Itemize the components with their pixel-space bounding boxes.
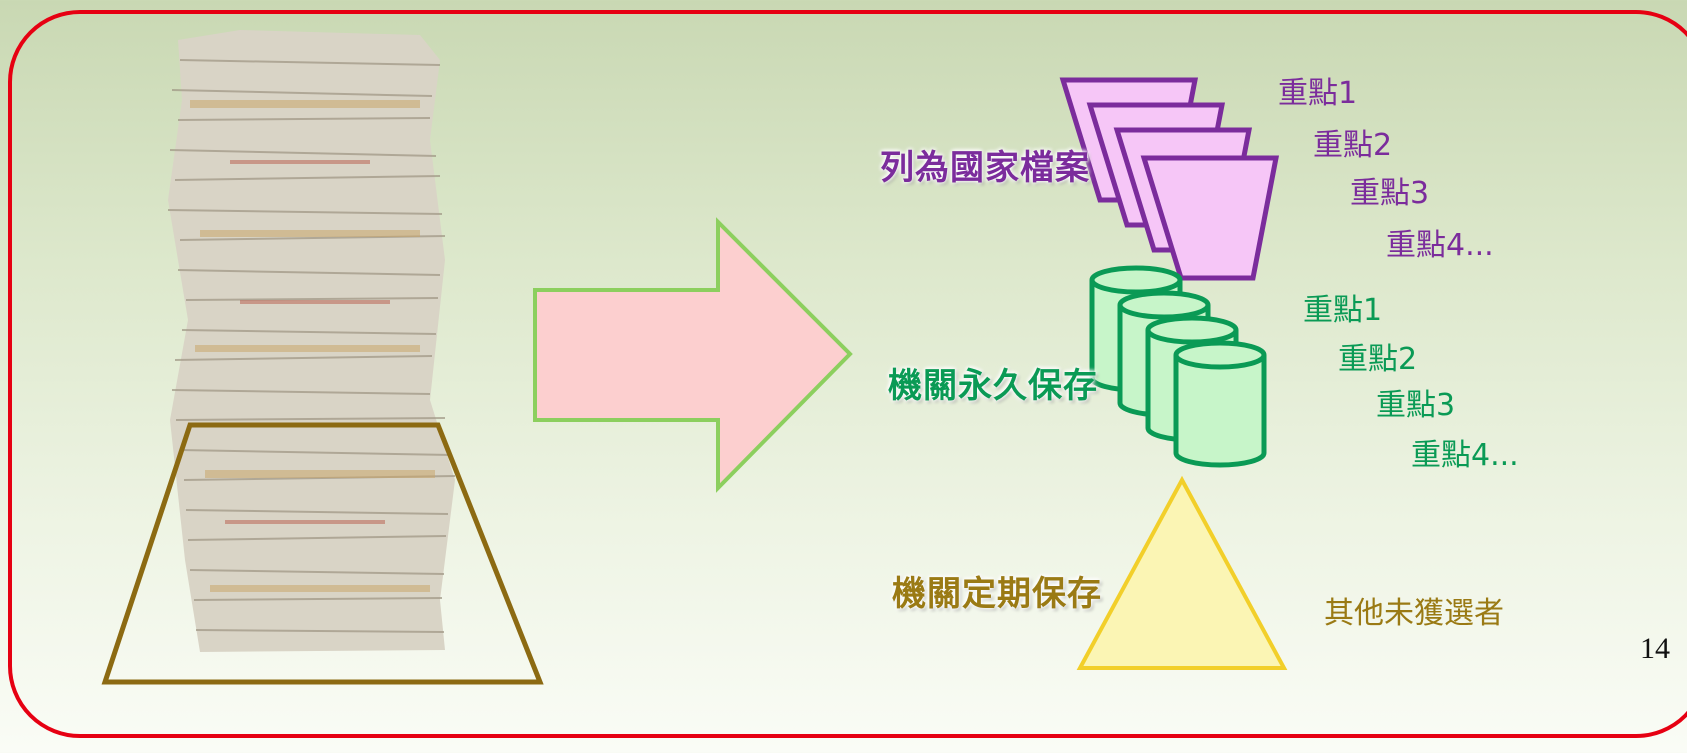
right-arrow-icon xyxy=(533,217,853,493)
permanent-point-1: 重點1 xyxy=(1303,293,1383,328)
national-point-2: 重點2 xyxy=(1313,128,1393,163)
permanent-retention-label: 機關永久保存 xyxy=(888,366,1098,406)
paper-stack-image xyxy=(167,30,456,652)
national-point-1: 重點1 xyxy=(1278,76,1358,111)
national-archive-label: 列為國家檔案 xyxy=(880,148,1090,188)
national-point-3: 重點3 xyxy=(1350,176,1430,211)
other-unselected-note: 其他未獲選者 xyxy=(1324,596,1504,631)
national-point-4: 重點4... xyxy=(1386,228,1494,263)
triangle-icon xyxy=(1076,475,1288,670)
pyramid-outline-icon xyxy=(101,422,544,685)
permanent-point-4: 重點4... xyxy=(1411,438,1519,473)
page-number: 14 xyxy=(1640,632,1670,665)
funnel-stack-icon xyxy=(1059,77,1280,281)
permanent-point-3: 重點3 xyxy=(1376,388,1456,423)
cylinder-stack-icon xyxy=(1089,265,1267,468)
periodic-retention-label: 機關定期保存 xyxy=(892,574,1102,614)
slide-frame xyxy=(8,10,1687,738)
permanent-point-2: 重點2 xyxy=(1338,342,1418,377)
